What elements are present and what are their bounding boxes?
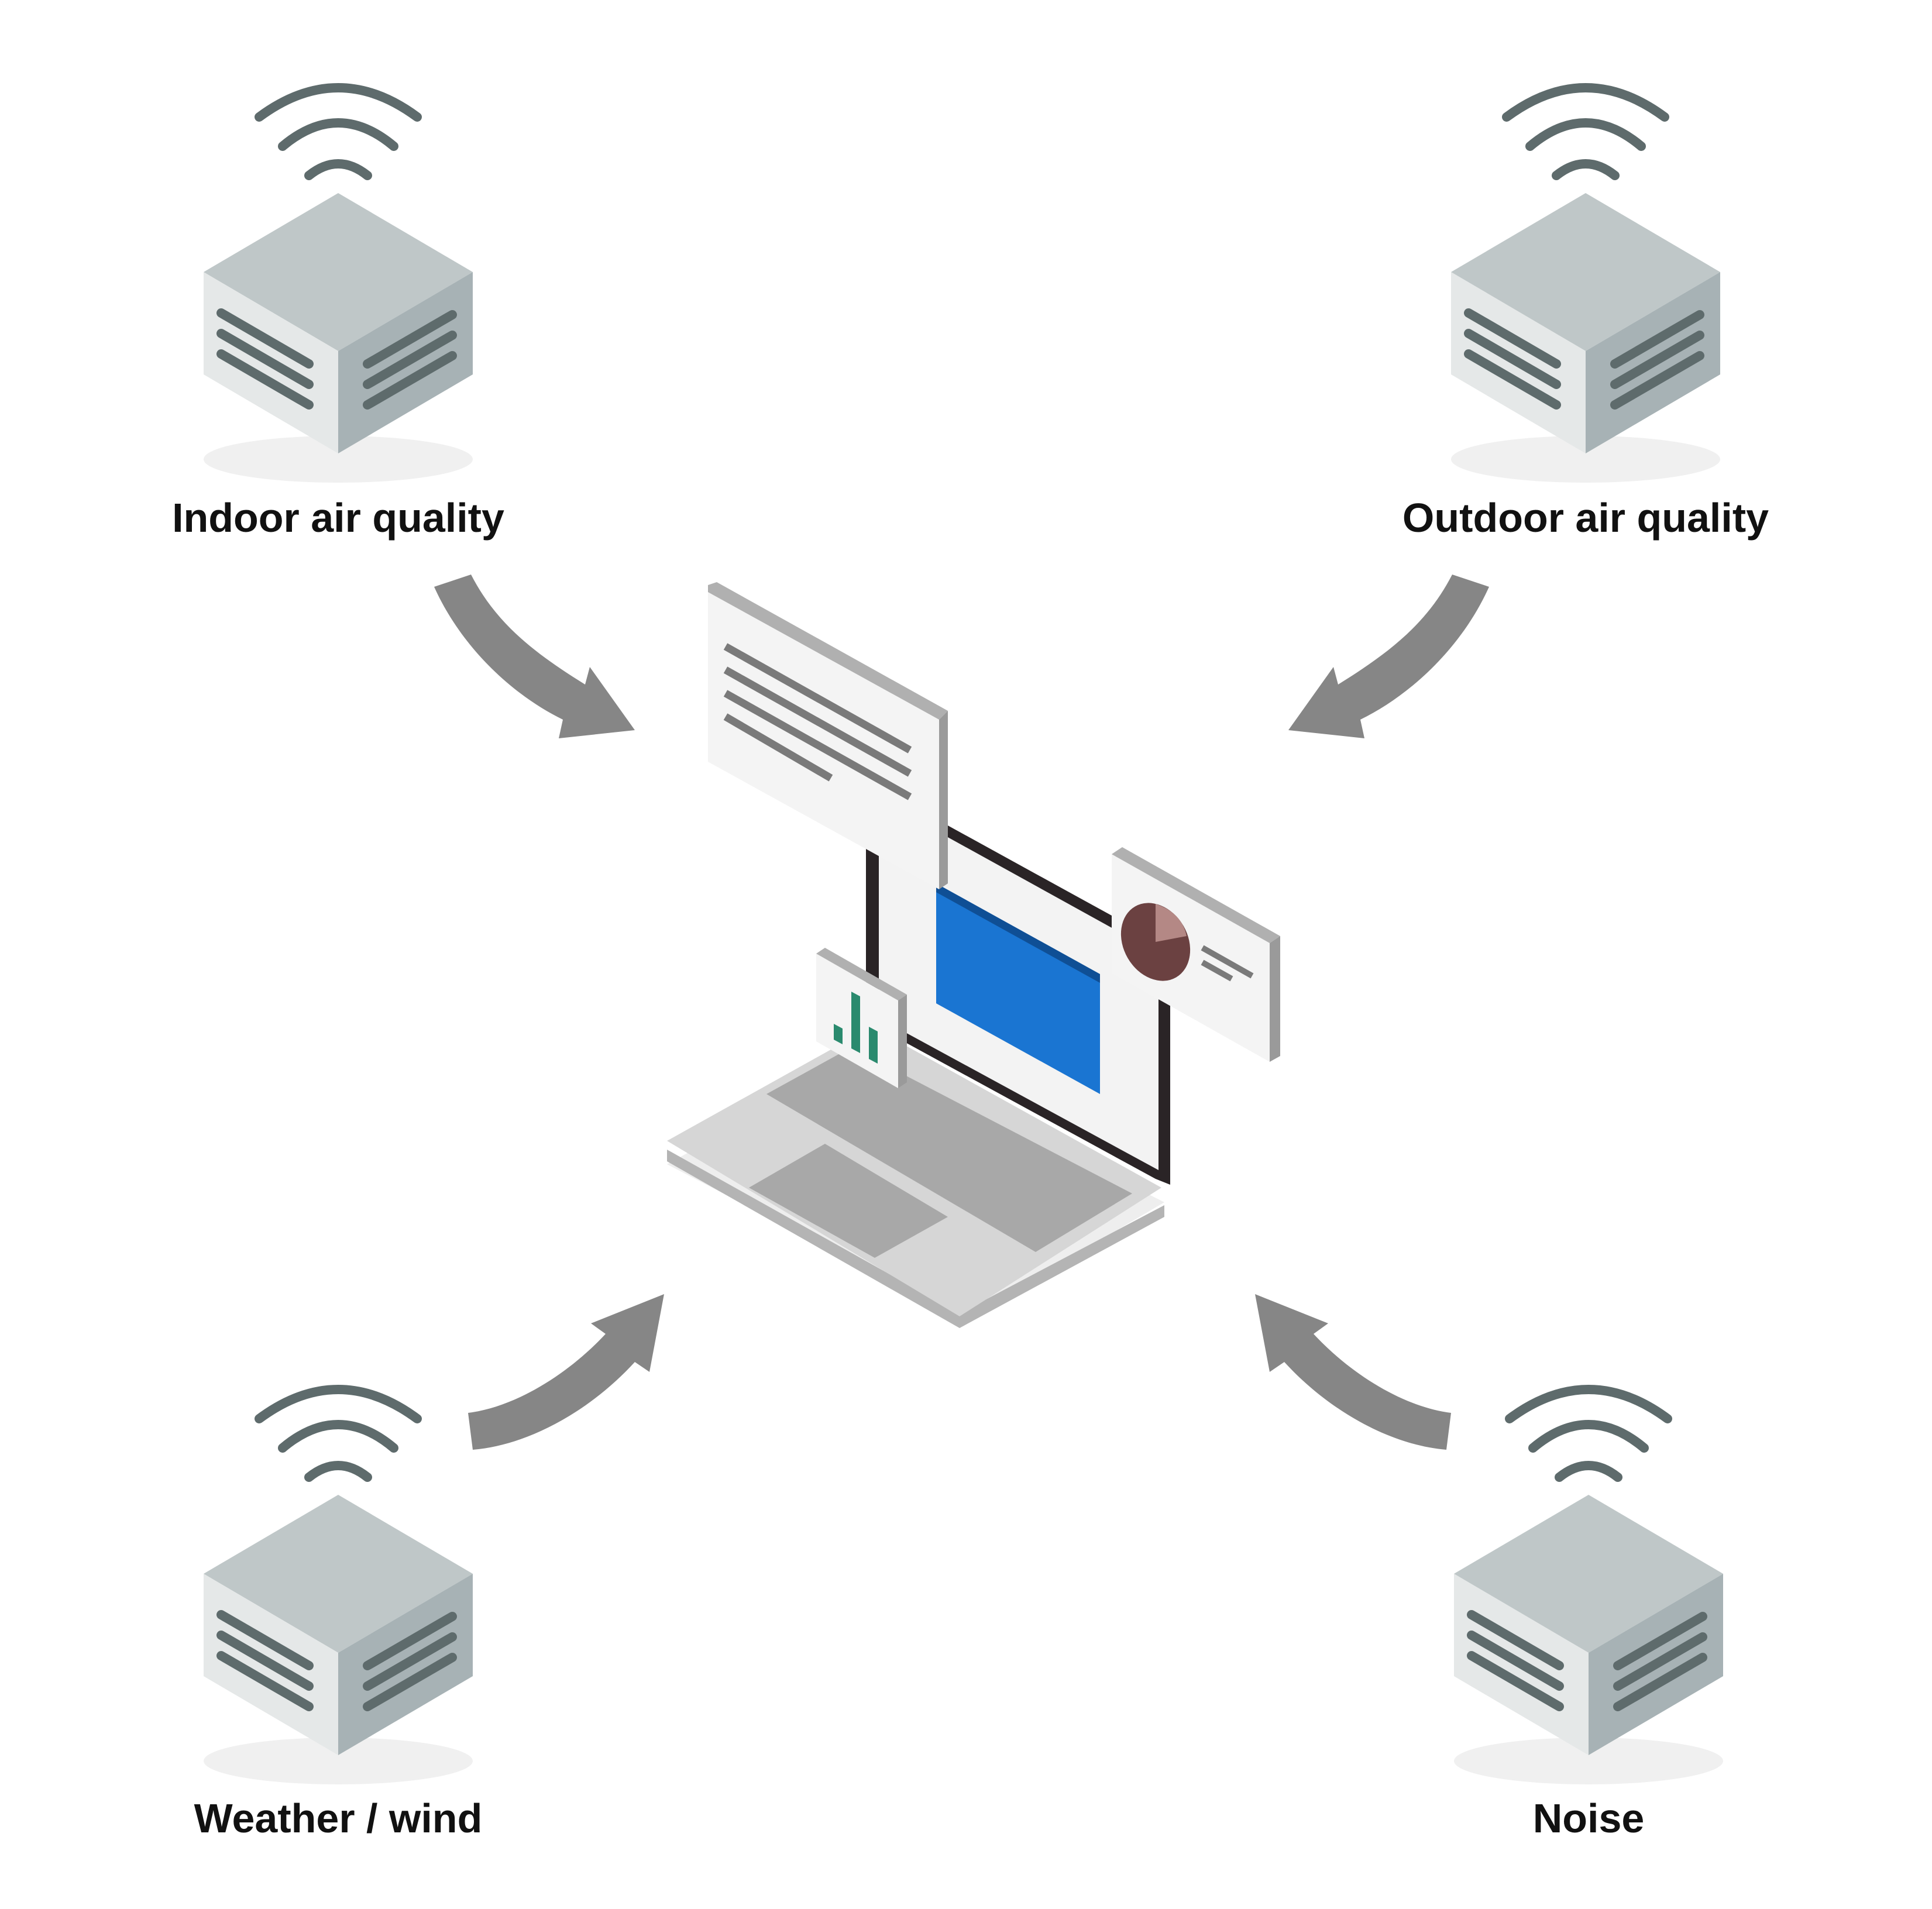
label-weather-wind: Weather / wind xyxy=(194,1796,483,1841)
sensor-cube-icon xyxy=(204,1495,473,1784)
laptop-icon xyxy=(667,819,1170,1328)
sensor-indoor xyxy=(204,88,473,483)
sensor-noise xyxy=(1454,1389,1723,1784)
arrow-icon xyxy=(434,575,635,738)
label-noise: Noise xyxy=(1532,1796,1645,1841)
pie-chart-icon xyxy=(1112,847,1280,1062)
label-outdoor-air-quality: Outdoor air quality xyxy=(1402,495,1769,541)
sensor-cube-icon xyxy=(1451,193,1720,483)
wifi-signal-icon xyxy=(1510,1389,1668,1477)
wifi-signal-icon xyxy=(259,88,417,176)
wifi-signal-icon xyxy=(259,1389,417,1477)
sensor-weather xyxy=(204,1389,473,1784)
sensor-cube-icon xyxy=(204,193,473,483)
sensor-cube-icon xyxy=(1454,1495,1723,1784)
bar-chart-icon xyxy=(816,948,907,1088)
screen-display xyxy=(936,883,1100,1094)
wifi-signal-icon xyxy=(1507,88,1665,176)
arrow-icon xyxy=(1288,575,1489,738)
label-indoor-air-quality: Indoor air quality xyxy=(172,495,504,541)
arrow-icon xyxy=(1255,1294,1451,1450)
arrow-icon xyxy=(468,1294,664,1450)
sensor-outdoor xyxy=(1451,88,1720,483)
document-panel-icon xyxy=(708,582,948,889)
